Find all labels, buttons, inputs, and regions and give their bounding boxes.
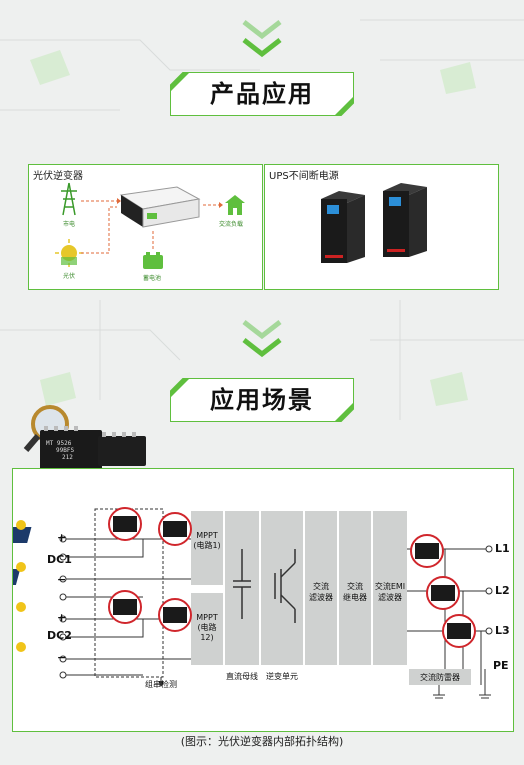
l2-label: L2 [495,584,510,597]
section-title-bar-scenario: 应用场景 [170,378,354,422]
l1-label: L1 [495,542,510,555]
pe-label: PE [493,659,509,672]
mppt-1-block [191,511,223,585]
chip-code: 99BFS [56,447,75,454]
section-title-bar-product: 产品应用 [170,72,354,116]
chip-lot: 212 [62,454,73,461]
ac-filter-block [305,511,337,665]
section-title-scenario: 应用场景 [210,386,314,414]
chip-callout-icon [108,590,142,624]
card-ups: UPS不间断电源 [264,164,499,290]
chip-callout-icon [410,534,444,568]
ac-relay-line2: 继电器 [343,593,367,602]
label-pv: 光伏 [63,273,76,280]
solar-panel-icon [16,602,26,612]
minus-sign: − [57,573,67,586]
mppt-1-line1: MPPT [196,531,218,540]
string-detect-label: 组串检测 [145,680,177,689]
topology-diagram-graphic [13,507,493,699]
ac-emi-block [373,511,407,665]
pv-system-diagram [55,182,245,269]
title-frame-icon [170,378,354,422]
dc2-label: DC2 [47,629,72,642]
chip-callout-icon [442,614,476,648]
mppt-2-block [191,593,223,665]
ac-filter-line2: 滤波器 [309,593,333,602]
solar-panel-icon [13,562,26,585]
inverter-unit-label: 逆变单元 [266,672,298,681]
house-icon [225,195,245,215]
chip-model: 9526 [56,440,72,447]
plus-sign: + [57,611,67,624]
section-title-product: 产品应用 [210,80,314,108]
minus-sign: − [57,651,67,664]
sun-icon [55,239,83,267]
inverter-block [261,511,303,665]
chip-callout-icon [158,512,192,546]
ups-tower-icon [321,191,365,263]
label-battery: 蓄电池 [143,275,162,282]
mppt-2-label: MPPT (电路12) [191,613,223,642]
solar-panel-icon [16,642,26,652]
ac-surge-block [409,669,471,685]
card-title-ups: UPS不间断电源 [269,171,339,182]
chip-callout-icon [108,507,142,541]
ground-icon [433,685,491,699]
grid-tower-icon [61,182,77,216]
chip-callout-icon [426,576,460,610]
string-detect-box [94,508,164,678]
mppt-2-line1: MPPT [196,613,218,622]
l3-label: L3 [495,624,510,637]
chip-marking: MT 9526 99BFS 212 [46,440,74,461]
ac-emi-line1: 交流EMI [374,582,406,591]
diagram-caption: (图示：光伏逆变器内部拓扑结构) [180,735,344,748]
inverter-device-icon [119,186,201,228]
ac-emi-label: 交流EMI 滤波器 [373,581,407,603]
ac-relay-block [339,511,371,665]
ac-relay-label: 交流 继电器 [339,581,371,603]
card-title-pv-inverter: 光伏逆变器 [33,171,83,182]
card-pv-inverter: 光伏逆变器 [28,164,263,290]
label-ac-load: 交流负载 [219,221,244,228]
title-frame-icon [170,72,354,116]
chevron-down-icon [242,20,282,58]
ac-filter-label: 交流 滤波器 [305,581,337,603]
ac-emi-line2: 滤波器 [378,593,402,602]
ac-filter-line1: 交流 [313,582,329,591]
chip-brand: MT [46,440,54,447]
ups-tower-icon [383,183,427,257]
mppt-2-line2: (电路12) [197,623,217,642]
dc-bus-label: 直流母线 [226,672,258,681]
plus-sign: + [57,531,67,544]
ac-surge-label: 交流防雷器 [420,673,460,682]
mppt-1-label: MPPT (电路1) [191,531,223,551]
chip-callout-icon [158,598,192,632]
dc1-label: DC1 [47,553,72,566]
ac-relay-line1: 交流 [347,582,363,591]
label-grid: 市电 [63,221,76,228]
battery-icon [143,252,163,269]
ups-towers-image [321,183,427,263]
topology-diagram: + DC1 − + DC2 − MPPT (电路1) MPPT (电路12) 交… [12,468,514,732]
mppt-1-line2: (电路1) [193,541,221,550]
chevron-down-icon [242,320,282,358]
solar-panel-icon [13,520,32,543]
